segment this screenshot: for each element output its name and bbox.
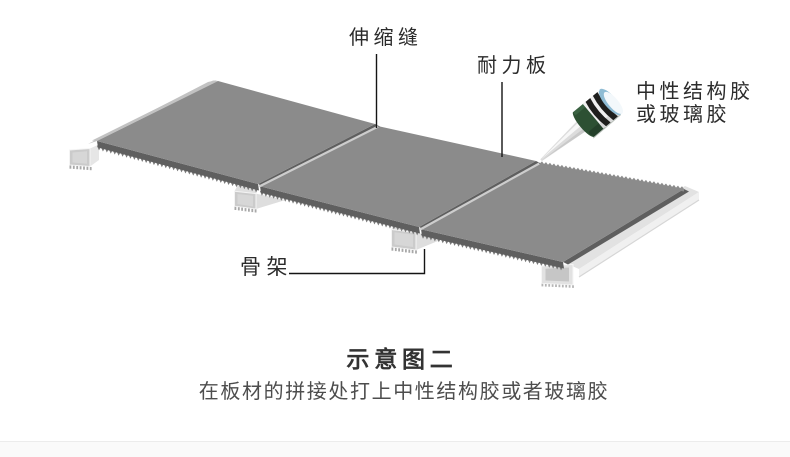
label-adhesive-line1: 中性结构胶 — [636, 81, 754, 103]
glue-cartridge — [540, 88, 624, 162]
leader-lines — [289, 54, 503, 275]
panel-right — [421, 161, 689, 271]
label-load-board: 耐力板 — [477, 55, 551, 77]
figure-caption: 在板材的拼接处打上中性结构胶或者玻璃胶 — [198, 381, 610, 403]
figure-title: 示意图二 — [346, 346, 458, 372]
leader-frame — [289, 249, 426, 275]
joint-highlights — [258, 125, 540, 231]
footer-strip — [0, 442, 790, 457]
label-expansion-joint: 伸缩缝 — [349, 27, 423, 49]
label-adhesive: 中性结构胶或玻璃胶 — [636, 81, 754, 126]
label-adhesive-line2: 或玻璃胶 — [636, 103, 730, 126]
footer-divider — [0, 441, 790, 442]
label-frame: 骨架 — [240, 256, 293, 279]
